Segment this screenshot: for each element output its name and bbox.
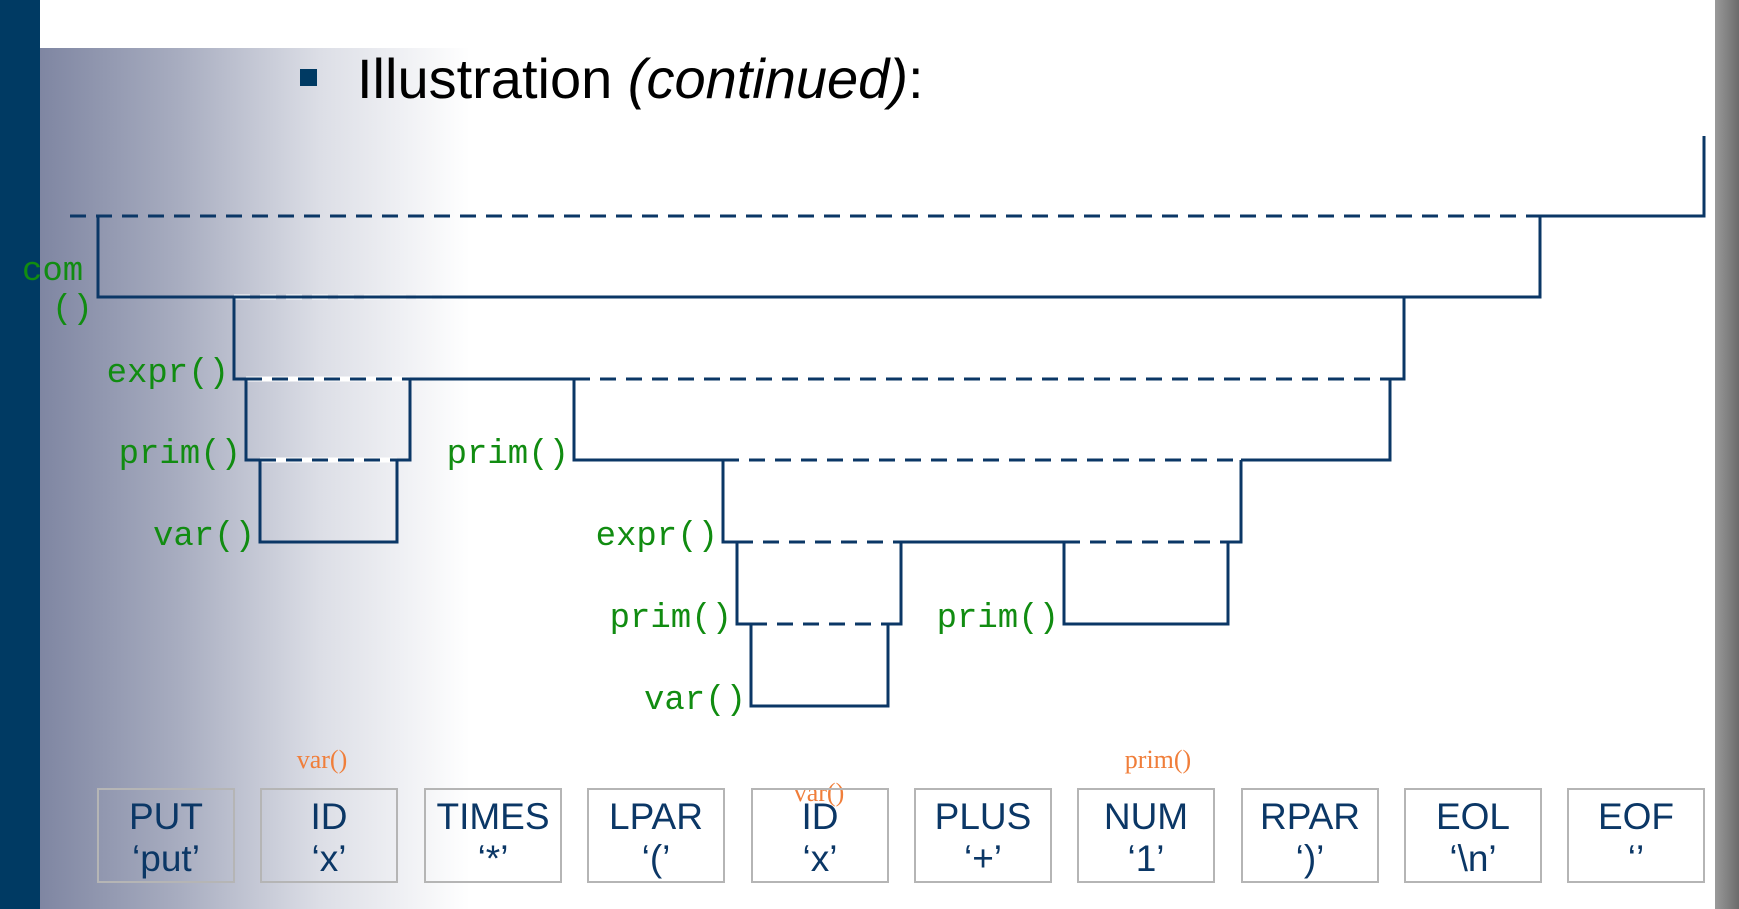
token-value: ‘x’ bbox=[802, 838, 838, 879]
right-scroll-edge bbox=[1715, 0, 1739, 909]
label-var-1: var() bbox=[153, 518, 255, 556]
frame-prim-3 bbox=[735, 542, 903, 626]
label-var-2: var() bbox=[644, 682, 746, 720]
title-italic: (continued) bbox=[627, 47, 908, 110]
token-value: ‘\n’ bbox=[1449, 838, 1497, 879]
token-kind: PLUS bbox=[934, 796, 1032, 837]
token-kind: EOL bbox=[1435, 796, 1511, 837]
token-kind: RPAR bbox=[1259, 796, 1361, 837]
label-prim-3: prim() bbox=[610, 600, 732, 638]
token-value: ‘(’ bbox=[641, 838, 671, 879]
annotation-var-2: var() bbox=[794, 778, 845, 807]
bullet-square-icon bbox=[300, 68, 317, 86]
frame-com bbox=[96, 216, 1542, 299]
label-expr-2: expr() bbox=[596, 518, 718, 556]
token-value: ‘x’ bbox=[311, 838, 347, 879]
label-prim-2: prim() bbox=[447, 436, 569, 474]
token-value: ‘’ bbox=[1627, 838, 1645, 879]
annotation-prim: prim() bbox=[1125, 745, 1191, 774]
label-expr-1: expr() bbox=[107, 355, 229, 393]
frame-var-2 bbox=[749, 624, 890, 708]
token-value: ‘put’ bbox=[132, 838, 200, 879]
token-value: ‘+’ bbox=[963, 838, 1003, 879]
frame-var-1 bbox=[258, 460, 399, 544]
label-prim-1: prim() bbox=[119, 436, 241, 474]
token-value: ‘1’ bbox=[1127, 838, 1165, 879]
frame-expr-2 bbox=[721, 460, 1243, 544]
title-suffix: : bbox=[907, 47, 924, 110]
token-lpar: LPAR ‘(’ bbox=[587, 788, 725, 883]
token-value: ‘)’ bbox=[1295, 838, 1325, 879]
token-kind: NUM bbox=[1103, 796, 1189, 837]
top-band bbox=[40, 0, 1715, 48]
label-com-paren: () bbox=[52, 291, 93, 329]
slide-title: Illustration (continued): bbox=[300, 44, 924, 114]
frame-prim-2 bbox=[572, 379, 1392, 462]
token-kind: ID bbox=[801, 796, 839, 837]
token-kind: EOF bbox=[1597, 796, 1675, 837]
token-id-1: ID ‘x’ bbox=[260, 788, 398, 883]
left-accent-bar bbox=[0, 0, 40, 909]
token-rpar: RPAR ‘)’ bbox=[1241, 788, 1379, 883]
token-plus: PLUS ‘+’ bbox=[914, 788, 1052, 883]
annotation-var-1: var() bbox=[297, 745, 348, 774]
label-com: com bbox=[22, 253, 83, 291]
token-eof: EOF ‘’ bbox=[1567, 788, 1705, 883]
frame-edge-0 bbox=[1540, 136, 1706, 218]
token-kind: PUT bbox=[129, 796, 203, 837]
title-prefix: Illustration bbox=[357, 47, 628, 110]
token-kind: TIMES bbox=[436, 796, 550, 837]
token-eol: EOL ‘\n’ bbox=[1404, 788, 1542, 883]
frame-expr-1 bbox=[232, 297, 1406, 381]
token-num: NUM ‘1’ bbox=[1077, 788, 1215, 883]
frame-prim-1 bbox=[244, 379, 412, 462]
token-id-2: ID ‘x’ bbox=[751, 788, 889, 883]
token-kind: ID bbox=[310, 796, 348, 837]
token-kind: LPAR bbox=[609, 796, 703, 837]
label-prim-4: prim() bbox=[937, 600, 1059, 638]
token-value: ‘*’ bbox=[477, 838, 509, 879]
token-put: PUT ‘put’ bbox=[97, 788, 235, 883]
token-times: TIMES ‘*’ bbox=[424, 788, 562, 883]
frame-prim-4 bbox=[1062, 542, 1230, 626]
slide-background bbox=[40, 48, 1715, 909]
